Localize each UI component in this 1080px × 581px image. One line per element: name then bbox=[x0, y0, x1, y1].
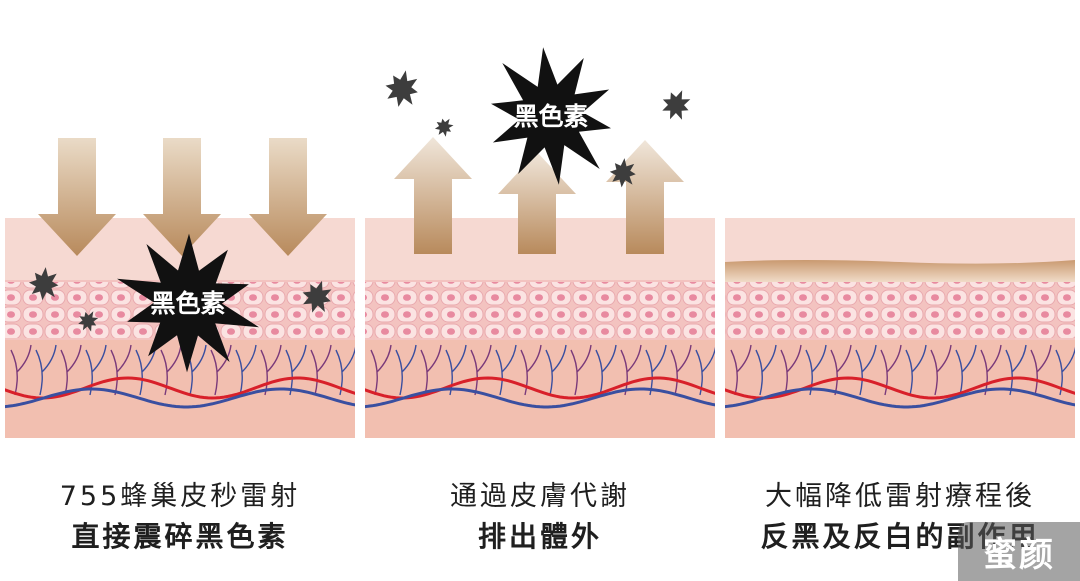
melanin-burst-panel-2: 黑色素 bbox=[491, 47, 611, 185]
capillary-line bbox=[905, 344, 927, 396]
capillary-line bbox=[1055, 346, 1075, 396]
vein-line bbox=[725, 387, 1075, 409]
panel-1-subtitle: 直接震碎黑色素 bbox=[71, 520, 289, 553]
skin-panel-2 bbox=[365, 218, 715, 438]
dermis-layer bbox=[725, 340, 1075, 438]
skin-panel-3 bbox=[725, 218, 1075, 438]
melanin-burst-icon bbox=[117, 233, 259, 373]
vein-line bbox=[5, 387, 355, 409]
capillary-line bbox=[310, 344, 332, 396]
capillary-line bbox=[85, 344, 107, 396]
capillary-line bbox=[730, 344, 752, 396]
capillary-line bbox=[545, 344, 567, 396]
burst-label-panel-2: 黑色素 bbox=[513, 102, 588, 131]
capillary-line bbox=[445, 344, 467, 396]
capillary-line bbox=[10, 344, 32, 396]
cell-pattern bbox=[365, 282, 715, 338]
capillaries bbox=[370, 344, 715, 396]
capillary-line bbox=[495, 344, 517, 396]
capillary-line bbox=[35, 344, 57, 396]
artery-line bbox=[725, 376, 1075, 400]
capillary-line bbox=[520, 344, 542, 396]
capillary-line bbox=[1030, 344, 1052, 396]
arrow-up-icon bbox=[394, 137, 472, 254]
capillary-line bbox=[855, 344, 877, 396]
arrow-down-icon bbox=[143, 138, 221, 256]
capillary-line bbox=[930, 344, 952, 396]
pigment-particle-icon bbox=[302, 280, 332, 313]
arrow-down-icon bbox=[249, 138, 327, 256]
melanin-burst-icon bbox=[491, 47, 611, 185]
panel-2-title: 通過皮膚代謝 bbox=[450, 481, 630, 512]
pigment-particle-icon bbox=[78, 311, 99, 332]
vein-line bbox=[365, 387, 715, 409]
capillary-line bbox=[370, 344, 392, 396]
dermis-layer bbox=[5, 340, 355, 438]
capillary-line bbox=[880, 344, 902, 396]
pigment-particle-icon bbox=[29, 267, 59, 301]
capillaries bbox=[10, 344, 355, 396]
burst-label-panel-1: 黑色素 bbox=[150, 289, 225, 318]
artery-line bbox=[5, 376, 355, 400]
panel-3-title: 大幅降低雷射療程後 bbox=[765, 481, 1035, 512]
capillary-line bbox=[755, 344, 777, 396]
pigment-particle-icon bbox=[385, 70, 418, 107]
watermark: 蜜颜 bbox=[958, 522, 1080, 581]
panel-2-subtitle: 排出體外 bbox=[477, 520, 602, 553]
capillary-line bbox=[570, 344, 592, 396]
capillary-line bbox=[695, 346, 715, 396]
pigment-particle-icon bbox=[662, 90, 691, 120]
artery-line bbox=[365, 376, 715, 400]
panel-1-title: 755蜂巢皮秒雷射 bbox=[59, 481, 301, 512]
pigment-particle-icon bbox=[609, 158, 636, 188]
melanin-burst-panel-1: 黑色素 bbox=[117, 233, 259, 373]
capillary-line bbox=[595, 344, 617, 396]
pigment-particle-icon bbox=[434, 118, 454, 137]
cell-pattern bbox=[725, 282, 1075, 338]
dermis-layer bbox=[365, 340, 715, 438]
capillary-line bbox=[395, 344, 417, 396]
capillary-line bbox=[805, 344, 827, 396]
capillaries bbox=[730, 344, 1075, 396]
capillary-line bbox=[235, 344, 257, 396]
capillary-line bbox=[955, 344, 977, 396]
arrow-down-icon bbox=[38, 138, 116, 256]
capillary-line bbox=[335, 346, 355, 396]
capillary-line bbox=[670, 344, 692, 396]
darkened-layer bbox=[725, 260, 1075, 282]
